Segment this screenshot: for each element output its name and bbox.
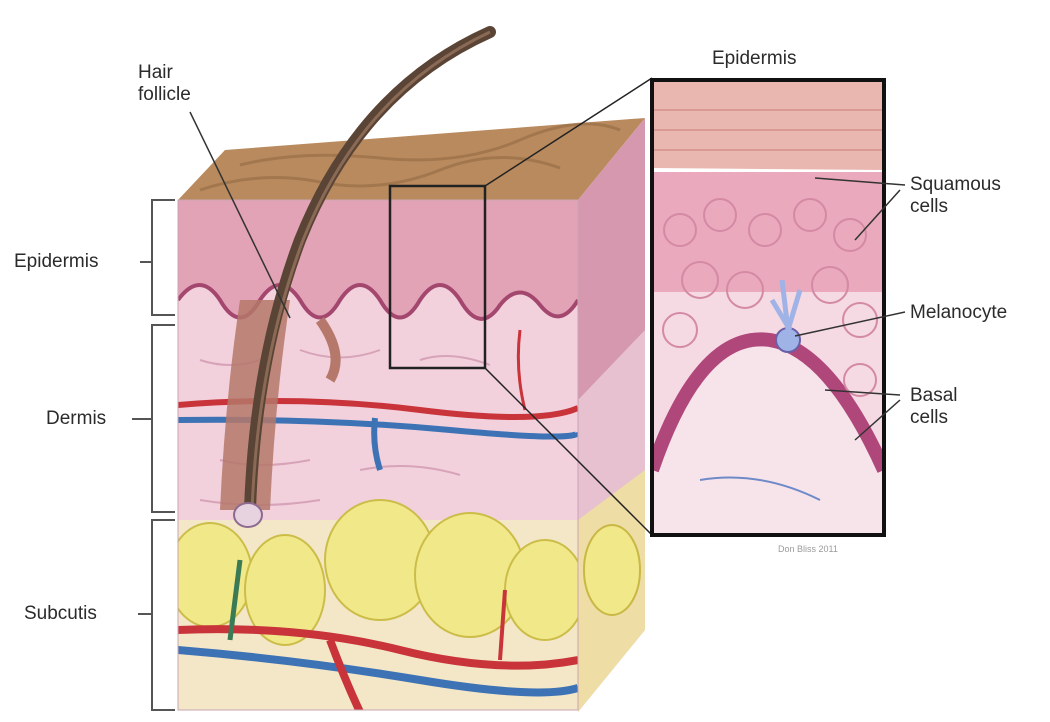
label-epidermis-inset: Epidermis bbox=[712, 48, 796, 70]
epidermis-inset bbox=[652, 80, 884, 535]
label-melanocyte: Melanocyte bbox=[910, 302, 1007, 324]
label-subcutis: Subcutis bbox=[24, 603, 97, 625]
melanocyte-cell bbox=[776, 328, 800, 352]
label-squamous-cells: Squamous cells bbox=[910, 174, 1001, 218]
hair-bulb bbox=[234, 503, 262, 527]
illustrator-credit: Don Bliss 2011 bbox=[778, 544, 838, 554]
label-epidermis: Epidermis bbox=[14, 251, 98, 273]
label-basal-cells: Basal cells bbox=[910, 385, 958, 429]
label-dermis: Dermis bbox=[46, 408, 106, 430]
label-hair-follicle: Hair follicle bbox=[138, 62, 191, 106]
layer-brackets bbox=[132, 200, 175, 710]
